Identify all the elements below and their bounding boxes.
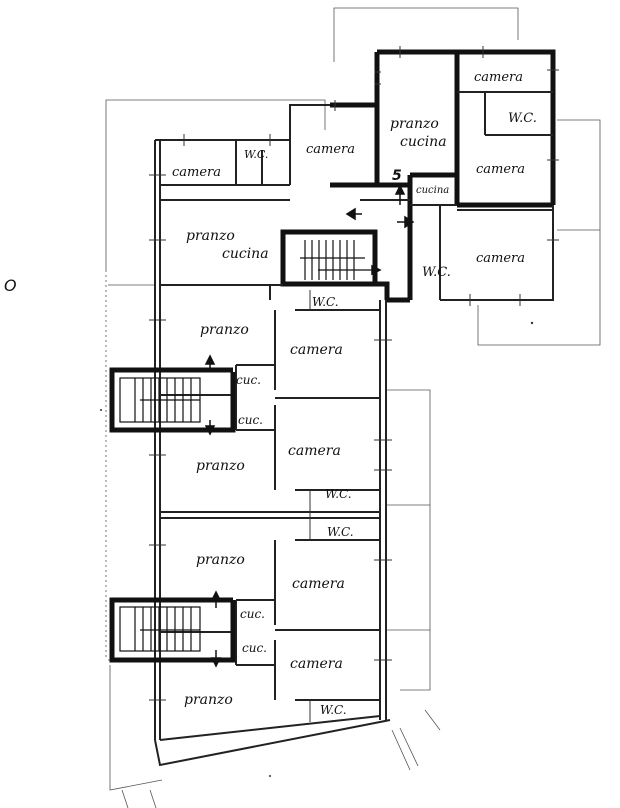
room-label: cuc. <box>240 607 265 621</box>
building-number: 5 <box>392 168 402 184</box>
room-label: cucina <box>222 246 269 262</box>
room-labels: camera W.C. pranzo cucina camera cucina … <box>172 70 537 717</box>
room-label: W.C. <box>320 703 347 717</box>
room-label: W.C. <box>422 265 451 280</box>
room-label: pranzo <box>196 552 245 568</box>
stair-core-1 <box>109 354 236 436</box>
room-label: camera <box>172 165 221 180</box>
room-label: camera <box>474 70 523 85</box>
room-label: cucina <box>400 134 447 150</box>
room-label: camera <box>290 656 343 672</box>
room-label: cuc. <box>242 641 267 655</box>
room-label: W.C. <box>325 487 352 501</box>
room-label: camera <box>476 162 525 177</box>
room-label: camera <box>288 443 341 459</box>
room-label: cuc. <box>238 413 263 427</box>
room-label: pranzo <box>186 228 235 244</box>
room-label: W.C. <box>244 148 268 161</box>
room-label: cucina <box>416 185 449 196</box>
top-stair <box>300 240 382 280</box>
room-label: W.C. <box>508 111 537 126</box>
room-label: pranzo <box>184 692 233 708</box>
room-label: cuc. <box>236 373 261 387</box>
site-outline <box>105 7 601 808</box>
upper-left-block <box>149 100 410 360</box>
room-label: pranzo <box>196 458 245 474</box>
room-label: W.C. <box>327 525 354 539</box>
stair-core-2 <box>109 590 236 668</box>
room-label: camera <box>290 342 343 358</box>
top-apartment-block <box>374 46 559 306</box>
room-label: camera <box>476 251 525 266</box>
dot-mark <box>530 321 534 325</box>
room-label: pranzo <box>200 322 249 338</box>
room-label: W.C. <box>312 295 339 309</box>
margin-mark: O <box>4 276 17 295</box>
room-label: camera <box>292 576 345 592</box>
room-label: camera <box>306 142 355 157</box>
entrance-arrows <box>345 184 415 229</box>
dot-mark <box>100 409 102 411</box>
middle-block <box>149 285 392 767</box>
room-label: pranzo <box>390 116 439 132</box>
dot-mark <box>269 775 271 777</box>
